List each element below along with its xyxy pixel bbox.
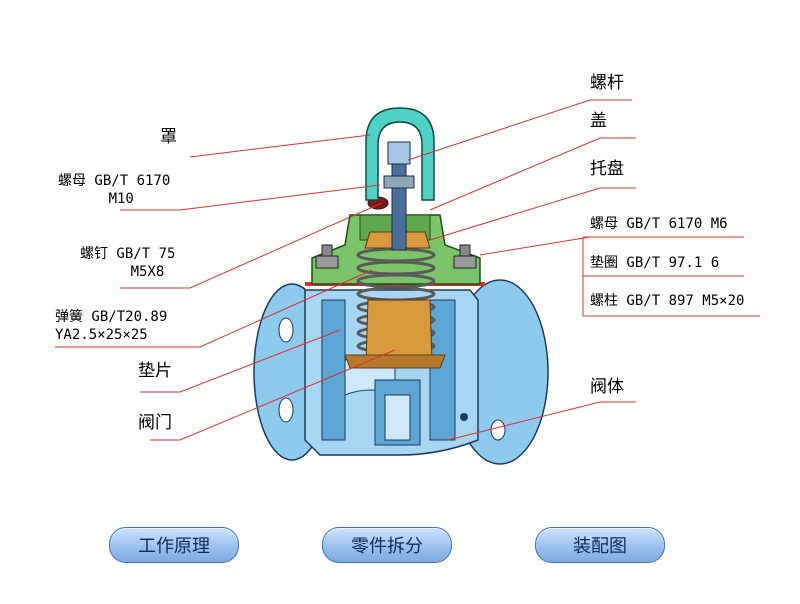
label-gasket: 垫片: [138, 361, 172, 381]
label-nut-left: 螺母 GB/T 6170 M10: [58, 173, 171, 207]
label-washer: 垫圈 GB/T 97.1 6: [590, 255, 720, 271]
label-bonnet: 盖: [590, 111, 607, 131]
stud-nut-right: [453, 244, 477, 269]
label-stem-screw: 螺杆: [590, 73, 624, 93]
stud-nut-left: [315, 244, 339, 269]
stem-screw: [383, 141, 415, 251]
label-body: 阀体: [590, 377, 624, 397]
valve-gasket: [344, 354, 446, 369]
assembly-drawing-button[interactable]: 装配图: [535, 527, 665, 563]
valve-door: [365, 299, 433, 363]
label-cover: 罩: [160, 127, 177, 147]
label-tray: 托盘: [590, 159, 624, 179]
cover: [365, 107, 435, 201]
working-principle-button[interactable]: 工作原理: [109, 527, 239, 563]
label-spring: 弹簧 GB/T20.89 YA2.5×25×25: [55, 309, 168, 343]
parts-disassembly-button[interactable]: 零件拆分: [322, 527, 452, 563]
valve-body: [253, 279, 549, 465]
label-stud: 螺柱 GB/T 897 M5×20: [590, 293, 745, 309]
label-valve-door: 阀门: [138, 413, 172, 433]
leader-lines: [55, 99, 760, 441]
label-screw: 螺钉 GB/T 75 M5X8: [80, 246, 176, 280]
label-nut-right: 螺母 GB/T 6170 M6: [590, 216, 728, 232]
